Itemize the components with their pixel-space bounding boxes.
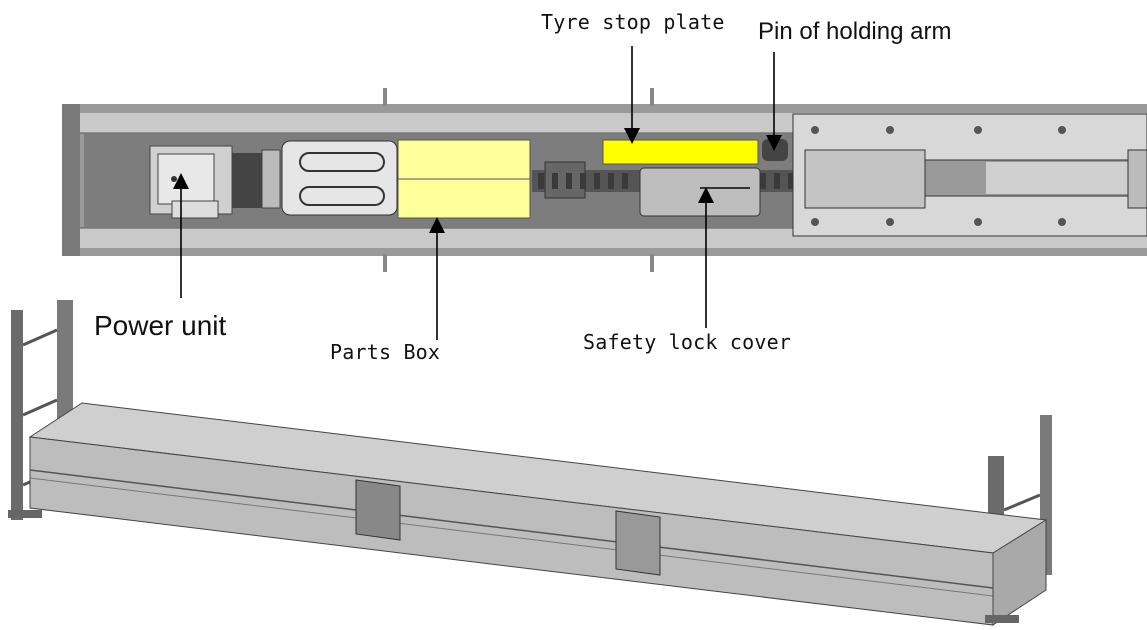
tyre-stop-plate-component bbox=[602, 139, 759, 165]
safety-lock-cover-label: Safety lock cover bbox=[583, 330, 792, 354]
parts-box-label: Parts Box bbox=[330, 340, 441, 364]
holding-arm-pin bbox=[762, 139, 788, 161]
pin-of-holding-arm-label: Pin of holding arm bbox=[758, 18, 952, 45]
cylinder-housing bbox=[792, 113, 1147, 237]
parts-box-component bbox=[397, 139, 531, 219]
perspective-view-assembly bbox=[8, 300, 1052, 626]
motor-housing bbox=[281, 140, 398, 216]
tyre-stop-plate-label: Tyre stop plate bbox=[541, 10, 725, 34]
power-unit-component bbox=[149, 145, 281, 219]
top-view-assembly bbox=[62, 88, 1147, 272]
power-unit-label: Power unit bbox=[94, 310, 227, 341]
leader-lines bbox=[173, 46, 782, 340]
